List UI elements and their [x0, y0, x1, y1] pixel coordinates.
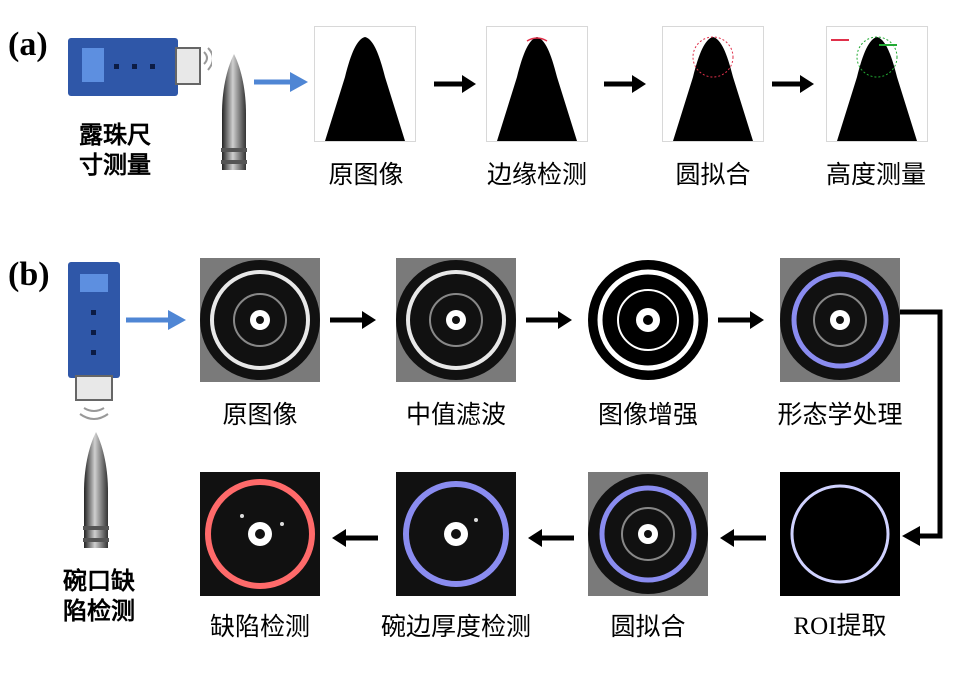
panel-a-side-label-line2: 寸测量: [79, 151, 151, 179]
arrow-right-icon: [330, 311, 376, 329]
image-b-enhanced: [588, 258, 708, 382]
step-caption: 碗边厚度检测: [380, 612, 532, 641]
flow-arrow-blue-icon: [254, 72, 308, 92]
arrow-right-icon: [772, 75, 814, 93]
device-icon-vertical: [68, 262, 120, 420]
panel-b-side-label: 碗口缺 陷检测: [44, 566, 154, 626]
arrow-left-icon: [332, 529, 378, 547]
image-b-circle-fit: [588, 472, 708, 596]
panel-a-label: (a): [8, 26, 48, 63]
image-original-profile: [314, 26, 416, 142]
step-caption: 中值滤波: [405, 400, 507, 429]
image-b-roi: [780, 472, 900, 596]
flow-arrow-blue-icon: [126, 310, 186, 330]
panel-a-side-label-line1: 露珠尺: [79, 121, 151, 149]
step-caption: 缺陷检测: [209, 612, 311, 641]
image-height-measure: [826, 26, 928, 142]
arrow-right-icon: [718, 311, 764, 329]
panel-a-side-label: 露珠尺 寸测量: [60, 120, 170, 180]
image-b-original: [200, 258, 320, 382]
image-b-morphology: [780, 258, 900, 382]
image-edge-detection: [486, 26, 588, 142]
device-icon-horizontal: [68, 38, 212, 96]
step-caption: 原图像: [222, 400, 298, 429]
image-circle-fit: [662, 26, 764, 142]
nozzle-tip-icon: [221, 54, 247, 170]
panel-b-side-label-line2: 陷检测: [63, 597, 135, 625]
nozzle-tip-icon: [83, 432, 109, 548]
step-caption: 图像增强: [597, 400, 699, 429]
step-caption: ROI提取: [793, 613, 887, 640]
panel-b-label: (b): [8, 256, 50, 293]
image-b-median-filter: [396, 258, 516, 382]
step-caption: 高度测量: [825, 160, 927, 189]
step-caption: 形态学处理: [777, 400, 903, 429]
image-b-rim-thickness: [396, 472, 516, 596]
image-b-defect-detection: [200, 472, 320, 596]
arrow-left-icon: [528, 529, 574, 547]
step-caption: 边缘检测: [486, 160, 588, 189]
step-caption: 原图像: [328, 160, 404, 189]
arrow-right-icon: [526, 311, 572, 329]
arrow-right-icon: [604, 75, 646, 93]
panel-b-side-label-line1: 碗口缺: [63, 567, 135, 595]
arrow-left-icon: [720, 529, 766, 547]
step-caption: 圆拟合: [675, 160, 751, 189]
arrow-right-icon: [434, 75, 476, 93]
arrow-elbow-connector: [900, 309, 943, 546]
step-caption: 圆拟合: [610, 612, 686, 641]
